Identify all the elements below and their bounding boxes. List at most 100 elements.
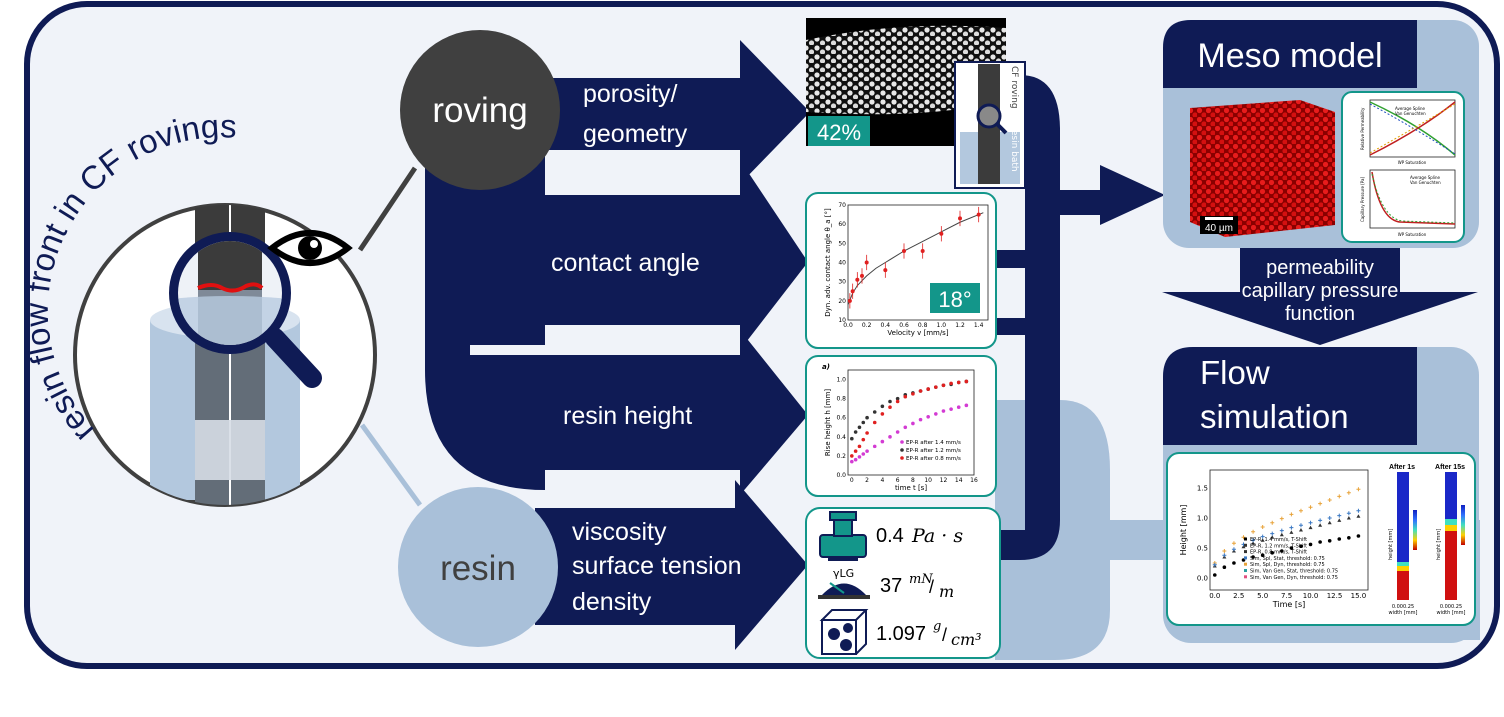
legend-entry: Sim, Van Gen, Stat, threshold: 0.75 <box>1250 569 1338 575</box>
x-tick-label: 8 <box>911 477 915 484</box>
data-point <box>1279 532 1284 537</box>
data-point <box>888 405 892 410</box>
legend-entry: Sim, Spl, Stat, threshold: 0.75 <box>1250 556 1325 562</box>
data-point <box>976 212 981 217</box>
x-tick-label: 6 <box>896 477 900 484</box>
data-point <box>861 437 866 442</box>
y-tick-label: 0.6 <box>836 415 846 422</box>
x-axis-label: Velocity v [mm/s] <box>887 329 948 337</box>
meso-red-fiber-cube: 40 µm <box>1190 100 1335 237</box>
surface-tension-num: mN <box>909 572 933 587</box>
data-point <box>1270 531 1275 536</box>
meso-plots-panel <box>1341 91 1465 243</box>
y-tick-label: 0.0 <box>836 472 846 479</box>
y-tick-label: 0.2 <box>836 453 846 460</box>
data-point <box>1231 547 1236 552</box>
roving-label: roving <box>432 91 527 130</box>
data-point <box>1270 520 1275 525</box>
data-point <box>920 249 925 253</box>
data-point <box>1260 534 1265 539</box>
data-point <box>1298 508 1303 513</box>
y-tick-label: 20 <box>838 298 846 305</box>
legend-marker <box>1244 543 1247 547</box>
data-point <box>857 455 862 459</box>
connector-resin <box>359 423 423 507</box>
data-point <box>880 412 885 416</box>
x-tick-label: 10 <box>924 477 932 484</box>
svg-text:Van Genuchten: Van Genuchten <box>1395 111 1426 116</box>
legend-marker <box>1244 550 1247 554</box>
x-tick-label: 15.0 <box>1351 592 1367 600</box>
y-tick-label: 1.0 <box>1197 514 1208 522</box>
data-point <box>918 389 923 393</box>
data-point <box>902 249 906 253</box>
flow-title-bar <box>1163 347 1417 445</box>
svg-text:width [mm]: width [mm] <box>1388 610 1417 616</box>
svg-text:height [mm]: height [mm] <box>1388 529 1394 560</box>
data-point <box>853 457 858 462</box>
scale-bar-label: 40 µm <box>1205 223 1233 234</box>
data-point <box>857 444 862 449</box>
x-tick-label: 0.0 <box>1209 592 1220 600</box>
svg-text:WP Saturation: WP Saturation <box>1398 160 1427 165</box>
data-point <box>1298 523 1303 528</box>
data-point <box>934 412 938 416</box>
data-point <box>1222 553 1227 558</box>
data-point <box>1347 536 1351 540</box>
data-point <box>1279 516 1284 521</box>
y-axis-label: Height [mm] <box>1179 505 1188 556</box>
connector-roving <box>357 166 418 252</box>
data-point <box>850 459 854 464</box>
data-point <box>1327 539 1332 543</box>
flow-title-2: simulation <box>1200 398 1349 435</box>
legend-entry: EP-R after 1.4 mm/s <box>906 440 961 446</box>
x-tick-label: 5.0 <box>1257 592 1268 600</box>
x-tick-label: 12 <box>940 477 948 484</box>
legend-entry: EP-R after 1.2 mm/s <box>906 448 961 454</box>
meso-title-bar <box>1163 20 1417 88</box>
data-point <box>850 454 854 458</box>
x-tick-label: 0.6 <box>899 322 909 329</box>
data-point <box>888 399 892 404</box>
data-point <box>1346 516 1351 520</box>
svg-text:Capillary Pressure [Pa]: Capillary Pressure [Pa] <box>1360 177 1365 222</box>
resin-label: resin <box>440 549 516 588</box>
legend-marker <box>900 440 904 444</box>
svg-text:After 15s: After 15s <box>1435 464 1465 471</box>
cf-roving-label: CF roving <box>1009 66 1019 109</box>
x-tick-label: 12.5 <box>1327 592 1343 600</box>
y-tick-label: 60 <box>838 221 846 228</box>
capillary-pressure-plot: Capillary Pressure [Pa] WP Saturation Av… <box>1360 169 1456 237</box>
middle-label-2: capillary pressure <box>1242 280 1399 302</box>
data-point <box>1280 549 1284 553</box>
data-point <box>941 383 946 388</box>
y-tick-label: 1.5 <box>1197 484 1208 492</box>
data-point <box>872 410 877 414</box>
data-point <box>934 385 938 389</box>
plot-frame <box>1209 469 1369 591</box>
density-cube-icon <box>819 609 869 655</box>
data-point <box>964 379 969 384</box>
svg-text:Average Spline: Average Spline <box>1410 175 1441 180</box>
y-tick-label: 40 <box>838 260 846 267</box>
x-tick-label: 2 <box>865 477 869 484</box>
data-point <box>926 414 930 419</box>
data-point <box>903 425 908 430</box>
data-point <box>1337 537 1342 541</box>
label-density: density <box>572 588 652 616</box>
density-num: g <box>933 619 941 634</box>
data-point <box>861 420 866 425</box>
data-point <box>1231 541 1236 546</box>
label-resin-height: resin height <box>563 402 692 430</box>
data-point <box>1222 549 1227 553</box>
x-tick-label: 0.4 <box>881 322 891 329</box>
svg-text:height [mm]: height [mm] <box>1436 529 1442 560</box>
roving-trunk <box>425 150 545 490</box>
legend-marker <box>900 448 904 452</box>
label-surface-tension: surface tension <box>572 552 742 580</box>
data-point <box>1212 562 1217 567</box>
data-point <box>883 268 888 273</box>
data-point <box>964 403 969 408</box>
data-point <box>1346 490 1351 495</box>
